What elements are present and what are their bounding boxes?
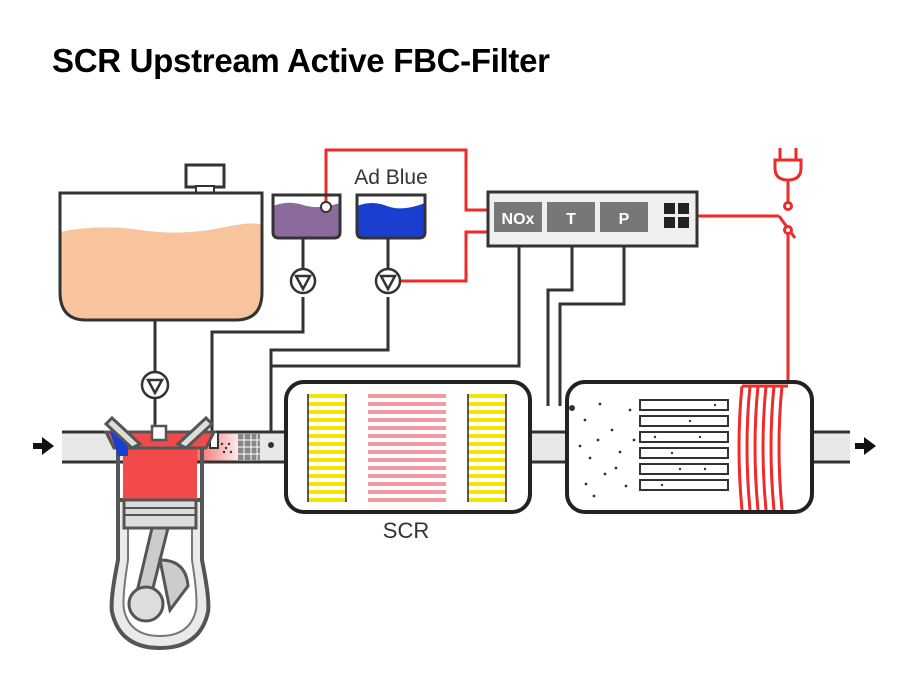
fuel-tank: [58, 163, 264, 322]
scr-yellow-substrate-left: [308, 394, 346, 502]
inlet-arrow-icon: [33, 437, 54, 455]
adblue-dosing-line: [269, 297, 390, 445]
control-lines: [153, 246, 626, 445]
scr-pink-substrate: [368, 394, 446, 502]
nox-sensor-label: NOx: [502, 211, 535, 228]
soot-particles: [578, 402, 717, 498]
fuel-injector: [150, 424, 168, 442]
nox-sensor-line: [271, 246, 521, 368]
temperature-sensor-line: [546, 246, 574, 406]
fuel-level: [60, 223, 262, 320]
fbc-dosing-line: [210, 297, 305, 432]
combustion-chamber: [123, 440, 197, 500]
filter-channels: [639, 399, 729, 491]
signal-wires: [324, 148, 790, 384]
fbc-level-signal-wire: [324, 148, 489, 212]
control-unit: NOx T P: [486, 190, 699, 248]
scr-catalyst: SCR: [284, 380, 532, 543]
engine: [103, 415, 217, 651]
fbc-additive-tank: [271, 193, 342, 240]
power-switch-icon: [777, 201, 797, 239]
nox-sensor-box: [494, 202, 542, 232]
tank-outlet-lines: [301, 238, 390, 268]
spray-dots: [220, 442, 233, 454]
fbc-level-sensor-icon: [320, 201, 332, 213]
page-title: SCR Upstream Active FBC-Filter: [52, 42, 550, 79]
pressure-sensor-label: P: [619, 211, 630, 228]
adblue-pump-signal-wire: [398, 230, 489, 283]
scr-yellow-substrate-right: [468, 394, 506, 502]
adblue-injector-nozzle: [268, 442, 274, 448]
fuel-tank-cap: [184, 163, 226, 189]
fbc-pump-icon: [289, 267, 317, 295]
pressure-sensor-box: [600, 202, 648, 232]
temperature-sensor-box: [547, 202, 595, 232]
temperature-sensor-label: T: [566, 211, 576, 228]
heater-coil: [737, 384, 788, 511]
filter-sensor-point: [569, 405, 575, 411]
adblue-level: [357, 203, 425, 238]
adblue-pump-icon: [374, 267, 402, 295]
pressure-sensor-line: [558, 246, 626, 406]
scr-label: SCR: [383, 518, 429, 543]
adblue-label: Ad Blue: [354, 166, 428, 189]
outlet-arrow-icon: [855, 437, 876, 455]
fuel-pump-icon: [140, 370, 170, 400]
fbc-filter: [565, 380, 814, 514]
power-plug-icon: [773, 148, 803, 182]
grid-icon: [664, 203, 689, 228]
adblue-tank: Ad Blue: [354, 166, 428, 240]
